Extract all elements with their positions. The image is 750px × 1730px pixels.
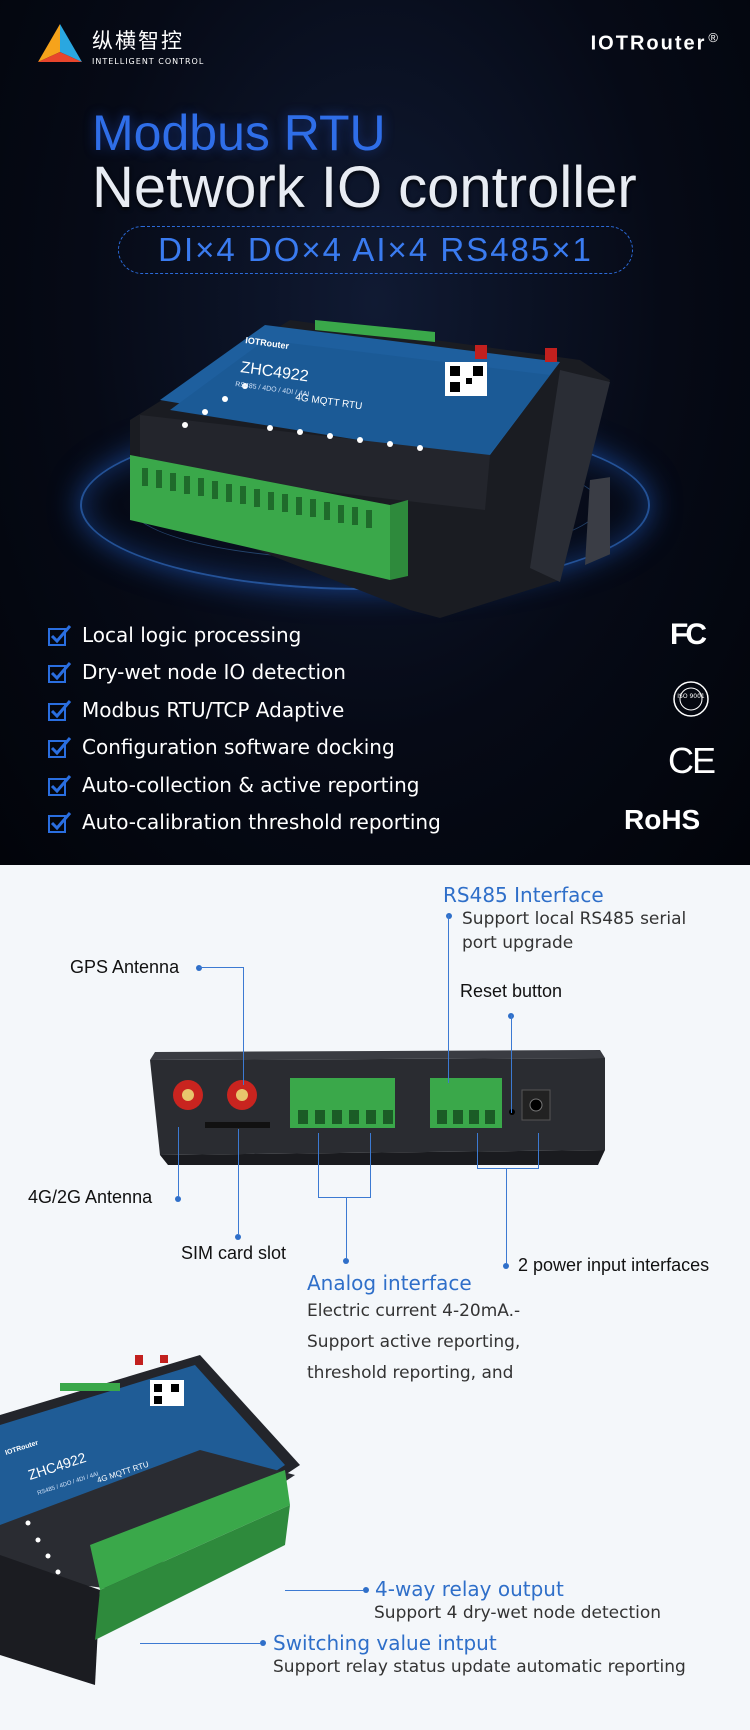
feature-item: Configuration software docking xyxy=(48,729,441,767)
analog-interface-desc: threshold reporting, and xyxy=(307,1363,514,1383)
feature-item: Local logic processing xyxy=(48,616,441,654)
rs485-interface-desc: port upgrade xyxy=(462,933,574,953)
relay-output-title: 4-way relay output xyxy=(375,1577,564,1601)
power-input-label: 2 power input interfaces xyxy=(518,1255,710,1275)
logo-icon xyxy=(38,24,82,62)
ce-certification-logo: CE xyxy=(668,740,716,781)
feature-item: Auto-collection & active reporting xyxy=(48,766,441,804)
feature-item: Auto-calibration threshold reporting xyxy=(48,804,441,842)
rohs-certification-logo: RoHS xyxy=(624,804,701,835)
checkbox-icon xyxy=(48,624,72,646)
company-logo[interactable]: 纵横智控 INTELLIGENT CONTROL xyxy=(36,22,204,68)
analog-interface-desc: Support active reporting, xyxy=(307,1332,521,1352)
checkbox-icon xyxy=(48,737,72,759)
hero-banner: 纵横智控 INTELLIGENT CONTROL IOTRouter® Modb… xyxy=(0,0,750,865)
4g-2g-antenna-label: 4G/2G Antenna xyxy=(28,1187,153,1207)
analog-interface-desc: Electric current 4-20mA.- xyxy=(307,1301,521,1321)
iso-certification-logo: ISO 9001 xyxy=(673,681,709,717)
fc-certification-logo: FC xyxy=(670,618,707,651)
brand-name: IOTRouter® xyxy=(590,30,720,55)
feature-item: Modbus RTU/TCP Adaptive xyxy=(48,691,441,729)
logo-name-cn: 纵横智控 xyxy=(92,28,184,53)
relay-output-desc: Support 4 dry-wet node detection xyxy=(374,1603,662,1623)
hero-title-line2: Network IO controller xyxy=(92,155,637,220)
device-image-bottom: ZHC4922 RS485 / 4DO / 4DI / 4AI 4G MQTT … xyxy=(0,1355,300,1685)
feature-item: Dry-wet node IO detection xyxy=(48,654,441,692)
checkbox-icon xyxy=(48,812,72,834)
registered-mark: ® xyxy=(708,30,720,45)
logo-name-en: INTELLIGENT CONTROL xyxy=(92,56,205,66)
reset-button-label: Reset button xyxy=(460,981,563,1001)
switching-value-desc: Support relay status update automatic re… xyxy=(273,1657,686,1677)
spec-pill: DI×4 DO×4 AI×4 RS485×1 xyxy=(118,226,633,274)
gps-antenna-label: GPS Antenna xyxy=(70,957,180,977)
sim-card-slot-label: SIM card slot xyxy=(181,1243,287,1263)
rs485-interface-title: RS485 Interface xyxy=(443,883,604,907)
checkbox-icon xyxy=(48,662,72,684)
hero-title-line1: Modbus RTU xyxy=(92,105,386,161)
interface-section: ZHC4922 RS485 / 4DO / 4DI / 4AI 4G MQTT … xyxy=(0,865,750,1730)
device-image-top: IOTRouter ZHC4922 RS485 / 4DO / 4DI / 4A… xyxy=(130,320,610,618)
device-side-view xyxy=(150,1050,605,1165)
feature-list: Local logic processing Dry-wet node IO d… xyxy=(48,616,441,841)
switching-value-title: Switching value intput xyxy=(273,1631,497,1655)
svg-text:ISO 9001: ISO 9001 xyxy=(677,693,705,700)
analog-interface-title: Analog interface xyxy=(307,1271,472,1295)
checkbox-icon xyxy=(48,699,72,721)
rs485-interface-desc: Support local RS485 serial xyxy=(462,909,687,929)
checkbox-icon xyxy=(48,774,72,796)
